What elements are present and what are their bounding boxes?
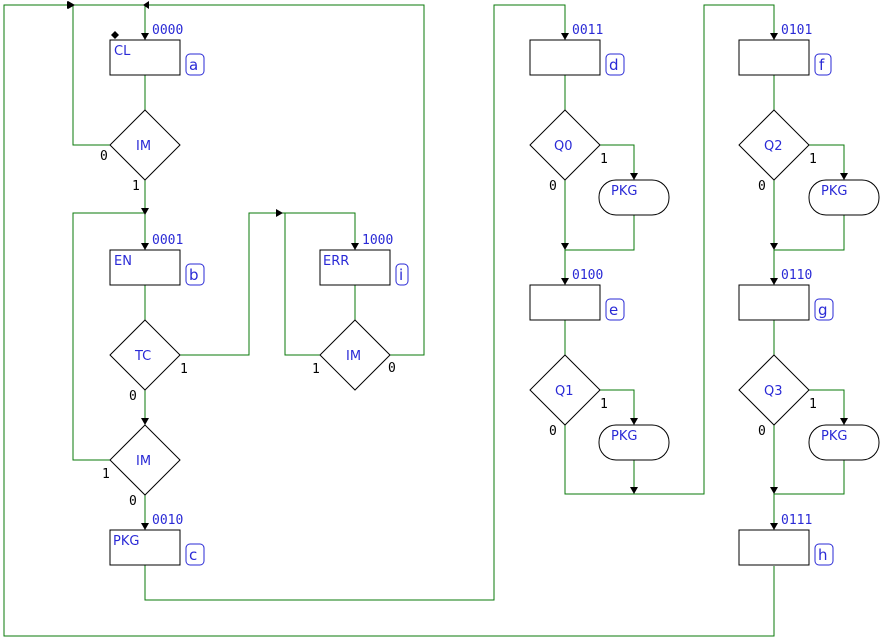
state-id-badge xyxy=(605,298,625,321)
decision-label: Q0 xyxy=(554,139,573,154)
state-code: 0111 xyxy=(781,513,812,528)
state-id-badge xyxy=(185,263,205,286)
decision-label: TC xyxy=(134,349,151,364)
output-label: PKG xyxy=(611,184,637,199)
state-id-badge xyxy=(185,543,205,566)
state-id-badge xyxy=(814,543,834,566)
edge-label-1: 1 xyxy=(102,467,110,482)
state-label: ERR xyxy=(323,254,349,269)
state-code: 0001 xyxy=(152,233,183,248)
state-c[interactable]: PKG 0010 c xyxy=(109,513,205,566)
state-g[interactable]: 0110 g xyxy=(738,268,834,321)
state-id-badge xyxy=(814,53,832,76)
edge-label-0: 0 xyxy=(388,361,396,376)
decision-label: IM xyxy=(136,139,151,154)
state-code: 0101 xyxy=(781,23,812,38)
edge-label-1: 1 xyxy=(180,362,188,377)
output-pkg-q3[interactable]: PKG xyxy=(808,424,880,461)
edge-label-0: 0 xyxy=(129,389,137,404)
edge-label-0: 0 xyxy=(758,424,766,439)
output-pkg-q0[interactable]: PKG xyxy=(598,179,670,216)
state-id: d xyxy=(609,56,619,74)
output-pkg-q1[interactable]: PKG xyxy=(598,424,670,461)
decision-label: Q1 xyxy=(555,384,574,399)
state-b[interactable]: EN 0001 b xyxy=(109,233,205,286)
edge-label-0: 0 xyxy=(758,179,766,194)
decision-tc-b[interactable]: TC 1 0 xyxy=(109,319,188,404)
edge-label-1: 1 xyxy=(312,362,320,377)
state-id: h xyxy=(818,546,828,564)
decision-q2[interactable]: Q2 1 0 xyxy=(738,109,817,194)
state-id: a xyxy=(189,56,198,74)
edge-label-0: 0 xyxy=(100,149,108,164)
state-label: EN xyxy=(114,254,132,269)
state-label: CL xyxy=(114,44,131,59)
state-id-badge xyxy=(395,263,409,286)
arrow-right-icon xyxy=(68,1,75,9)
state-id-badge xyxy=(814,298,834,321)
state-a[interactable]: CL 0000 a xyxy=(109,23,205,76)
state-i[interactable]: ERR 1000 i xyxy=(319,233,409,286)
edge-label-1: 1 xyxy=(600,152,608,167)
decision-q1[interactable]: Q1 1 0 xyxy=(529,354,608,439)
initial-state-marker-icon xyxy=(111,31,119,39)
state-box xyxy=(109,39,181,76)
output-pkg-q2[interactable]: PKG xyxy=(808,179,880,216)
state-code: 1000 xyxy=(362,233,393,248)
state-code: 0010 xyxy=(152,513,183,528)
state-id: f xyxy=(819,56,825,74)
edge-label-0: 0 xyxy=(129,494,137,509)
state-code: 0000 xyxy=(152,23,183,38)
state-id: c xyxy=(189,546,197,564)
state-id: g xyxy=(818,301,828,319)
state-id-badge xyxy=(605,53,625,76)
decision-label: Q3 xyxy=(764,384,783,399)
state-id: b xyxy=(189,266,199,284)
state-label: PKG xyxy=(113,534,139,549)
edge-label-1: 1 xyxy=(809,397,817,412)
edge-label-0: 0 xyxy=(549,179,557,194)
decision-label: IM xyxy=(346,349,361,364)
output-label: PKG xyxy=(821,429,847,444)
decision-im-i[interactable]: IM 1 0 xyxy=(312,319,396,391)
decision-im-a[interactable]: IM 0 1 xyxy=(100,109,181,194)
output-label: PKG xyxy=(611,429,637,444)
edge-label-0: 0 xyxy=(549,424,557,439)
output-label: PKG xyxy=(821,184,847,199)
edge-label-1: 1 xyxy=(809,152,817,167)
edge-label-1: 1 xyxy=(132,179,140,194)
state-id-badge xyxy=(185,53,205,76)
edge-label-1: 1 xyxy=(600,397,608,412)
state-id: e xyxy=(609,301,618,319)
decision-label: IM xyxy=(136,454,151,469)
state-d[interactable]: 0011 d xyxy=(529,23,625,76)
decision-q3[interactable]: Q3 1 0 xyxy=(738,354,817,439)
state-e[interactable]: 0100 e xyxy=(529,268,625,321)
decision-label: Q2 xyxy=(764,139,783,154)
connection-wires xyxy=(3,4,845,637)
state-code: 0011 xyxy=(572,23,603,38)
decision-q0[interactable]: Q0 1 0 xyxy=(529,109,608,194)
state-code: 0110 xyxy=(781,268,812,283)
state-h[interactable]: 0111 h xyxy=(738,513,834,566)
state-f[interactable]: 0101 f xyxy=(738,23,832,76)
state-code: 0100 xyxy=(572,268,603,283)
decision-im-b[interactable]: IM 1 0 xyxy=(102,424,181,509)
arrowheads xyxy=(67,1,848,530)
state-id: i xyxy=(399,266,403,284)
